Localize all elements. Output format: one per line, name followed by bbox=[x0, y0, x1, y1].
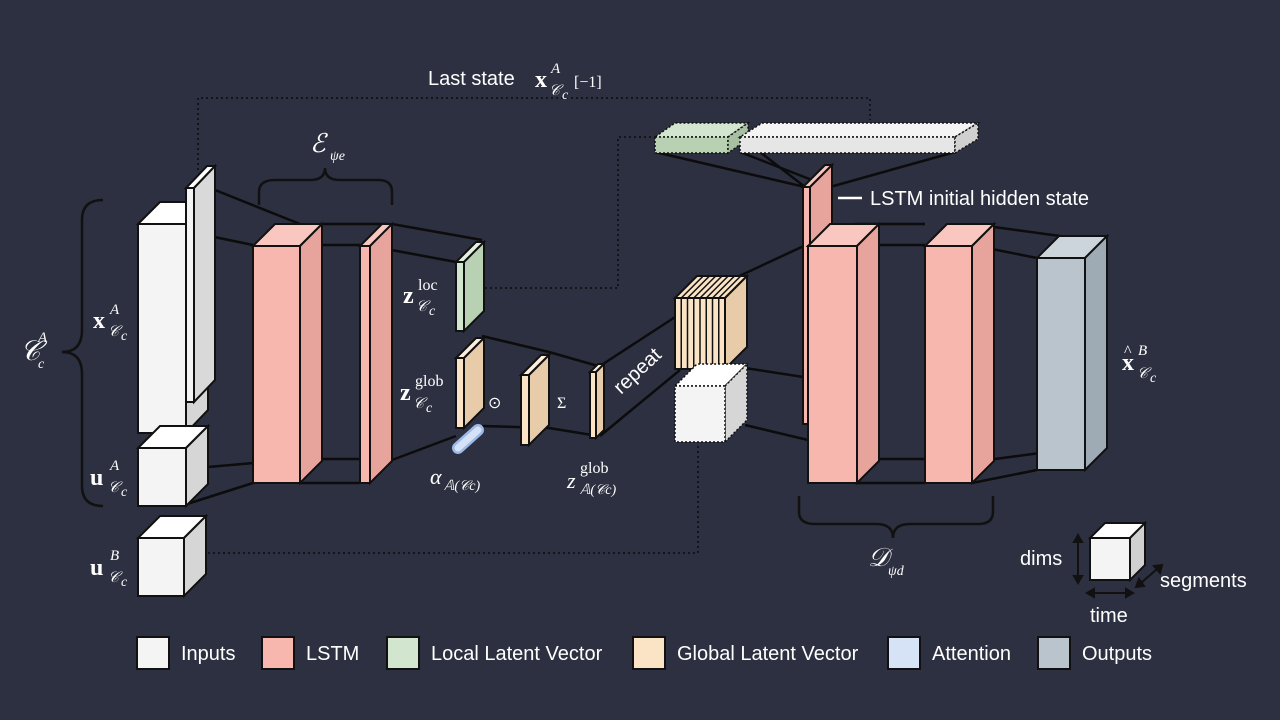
time-label: time bbox=[1090, 605, 1128, 627]
legend-label: LSTM bbox=[306, 643, 359, 665]
last-state-x: x bbox=[535, 67, 547, 93]
input-u-a-block bbox=[135, 423, 211, 509]
braces bbox=[61, 167, 995, 539]
input-ub-sup: B bbox=[110, 548, 119, 564]
context-sup: A bbox=[37, 330, 48, 346]
pooled-z-sub: 𝔸(𝒞c) bbox=[580, 483, 616, 498]
legend: Inputs LSTM Local Latent Vector Global Late… bbox=[136, 636, 1152, 670]
legend-swatch bbox=[261, 636, 295, 670]
input-ub-subsub: c bbox=[121, 575, 128, 590]
encoder-lstm-2 bbox=[357, 221, 395, 486]
legend-label: Outputs bbox=[1082, 643, 1152, 665]
legend-cube bbox=[1072, 520, 1164, 599]
legend-swatch bbox=[136, 636, 170, 670]
legend-swatch bbox=[386, 636, 420, 670]
top-state-slab bbox=[737, 121, 981, 155]
attention-vector bbox=[452, 424, 484, 454]
output-x-subsub: c bbox=[1150, 371, 1157, 386]
pooled-z-sup: glob bbox=[580, 460, 608, 477]
global-z-sup: glob bbox=[415, 373, 443, 390]
legend-label: Global Latent Vector bbox=[677, 643, 859, 665]
repeated-latent-cube bbox=[672, 273, 750, 372]
input-ub-symbol: u bbox=[90, 555, 103, 581]
local-z-symbol: z bbox=[403, 283, 414, 309]
input-ua-symbol: u bbox=[90, 465, 103, 491]
lstm-initial-label: LSTM initial hidden state bbox=[870, 188, 1089, 210]
attention-sub: 𝔸(𝒞c) bbox=[444, 479, 480, 494]
cube-stripe-top bbox=[680, 275, 704, 299]
pooled-z-symbol: z bbox=[566, 468, 576, 493]
sum-symbol: Σ bbox=[557, 395, 566, 412]
global-z-subsub: c bbox=[426, 401, 433, 416]
last-state-index: [−1] bbox=[574, 74, 602, 91]
encoder-symbol: ℰ bbox=[310, 129, 328, 158]
local-z-sup: loc bbox=[418, 277, 438, 294]
dotted-paths bbox=[197, 97, 871, 554]
local-latent-vector bbox=[453, 239, 487, 334]
legend-label: Attention bbox=[932, 643, 1011, 665]
global-latent-vector bbox=[453, 335, 487, 431]
dims-label: dims bbox=[1020, 548, 1062, 570]
repeat-label: repeat bbox=[609, 344, 666, 399]
last-state-label: Last state bbox=[428, 68, 515, 90]
input-x-symbol: x bbox=[93, 308, 105, 334]
hadamard-symbol: ⊙ bbox=[488, 395, 501, 412]
local-input-cube bbox=[673, 362, 749, 444]
input-x-last-slice bbox=[183, 163, 218, 405]
last-state-subsub: c bbox=[562, 88, 569, 103]
top-local-slab bbox=[652, 121, 751, 155]
cube-stripe-top bbox=[705, 275, 729, 299]
cube-stripe-top bbox=[718, 275, 742, 299]
local-z-subsub: c bbox=[429, 304, 436, 319]
cube-stripe-top bbox=[711, 275, 736, 299]
context-sub: c bbox=[38, 357, 45, 372]
output-x-symbol: x bbox=[1122, 350, 1134, 376]
legend-swatch bbox=[887, 636, 921, 670]
cube-stripe-top bbox=[693, 275, 717, 299]
input-x-sup: A bbox=[109, 302, 120, 318]
weighted-global-vector bbox=[518, 352, 552, 448]
global-z-symbol: z bbox=[400, 380, 411, 406]
cube-stripe-top bbox=[699, 275, 723, 299]
input-ua-sup: A bbox=[109, 458, 120, 474]
output-block bbox=[1034, 233, 1110, 473]
legend-swatch bbox=[1037, 636, 1071, 670]
input-x-subsub: c bbox=[121, 329, 128, 344]
output-hat: ^ bbox=[1124, 343, 1132, 360]
cube-stripe-top bbox=[686, 275, 711, 299]
encoder-lstm-1 bbox=[250, 221, 325, 486]
legend-label: Local Latent Vector bbox=[431, 643, 603, 665]
encoder-symbol-sub: ψe bbox=[330, 149, 345, 164]
input-ua-subsub: c bbox=[121, 485, 128, 500]
decoder-lstm-2 bbox=[922, 221, 997, 486]
legend-swatch bbox=[632, 636, 666, 670]
segments-label: segments bbox=[1160, 570, 1247, 592]
attention-symbol: α bbox=[430, 464, 442, 489]
decoder-lstm-1 bbox=[805, 221, 882, 486]
input-u-b-block bbox=[135, 513, 209, 599]
output-x-sup: B bbox=[1138, 343, 1147, 359]
legend-label: Inputs bbox=[181, 643, 235, 665]
last-state-sup: A bbox=[550, 61, 561, 77]
decoder-symbol-sub: ψd bbox=[888, 564, 905, 579]
summed-global-vector bbox=[587, 361, 607, 441]
